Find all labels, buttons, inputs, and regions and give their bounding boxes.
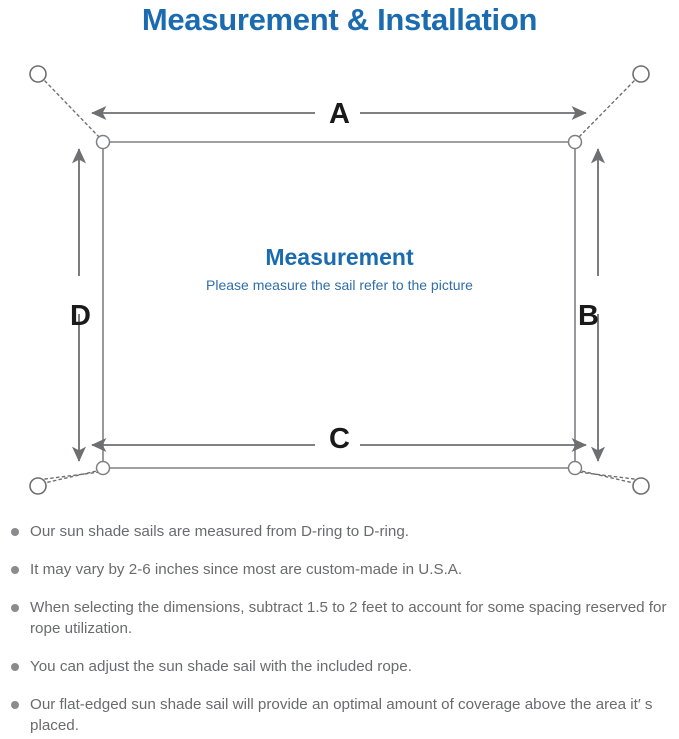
anchor-point-bottom-right [632,477,650,495]
list-item: You can adjust the sun shade sail with t… [0,656,679,677]
anchor-point-bottom-left [29,477,47,495]
list-item: Our flat-edged sun shade sail will provi… [0,694,679,736]
bullet-icon [11,604,19,612]
dimension-label-d: D [70,300,91,332]
notes-list: Our sun shade sails are measured from D-… [0,521,679,736]
dimension-label-b: B [578,300,599,332]
anchor-point-top-right [632,65,650,83]
note-text: When selecting the dimensions, subtract … [30,599,667,637]
d-ring-top-right [567,134,583,150]
diagram-svg [29,65,650,495]
note-text: It may vary by 2-6 inches since most are… [30,561,463,578]
page-title: Measurement & Installation [141,2,538,37]
bullet-icon [11,701,19,709]
dimension-label-a: A [329,98,350,130]
rope-bottom-right-ext [576,469,639,485]
list-item: When selecting the dimensions, subtract … [0,597,679,639]
list-item: Our sun shade sails are measured from D-… [0,521,679,542]
d-ring-top-left [95,134,111,150]
sail-measurement-diagram: A B C D Measurement Please measure the s… [0,46,679,514]
rope-bottom-left-ext [39,469,102,485]
rope-bottom-right [577,471,635,480]
rope-top-left [44,80,101,139]
note-text: You can adjust the sun shade sail with t… [30,658,412,675]
note-text: Our flat-edged sun shade sail will provi… [30,696,653,734]
sail-rectangle [102,141,576,469]
bullet-icon [11,528,19,536]
d-ring-bottom-right [567,460,583,476]
rope-bottom-left [44,471,101,480]
dimension-label-c: C [329,423,350,455]
bullet-icon [11,663,19,671]
d-ring-bottom-left [95,460,111,476]
anchor-point-top-left [29,65,47,83]
rope-top-right [577,80,635,139]
list-item: It may vary by 2-6 inches since most are… [0,559,679,580]
note-text: Our sun shade sails are measured from D-… [30,523,409,540]
bullet-icon [11,566,19,574]
